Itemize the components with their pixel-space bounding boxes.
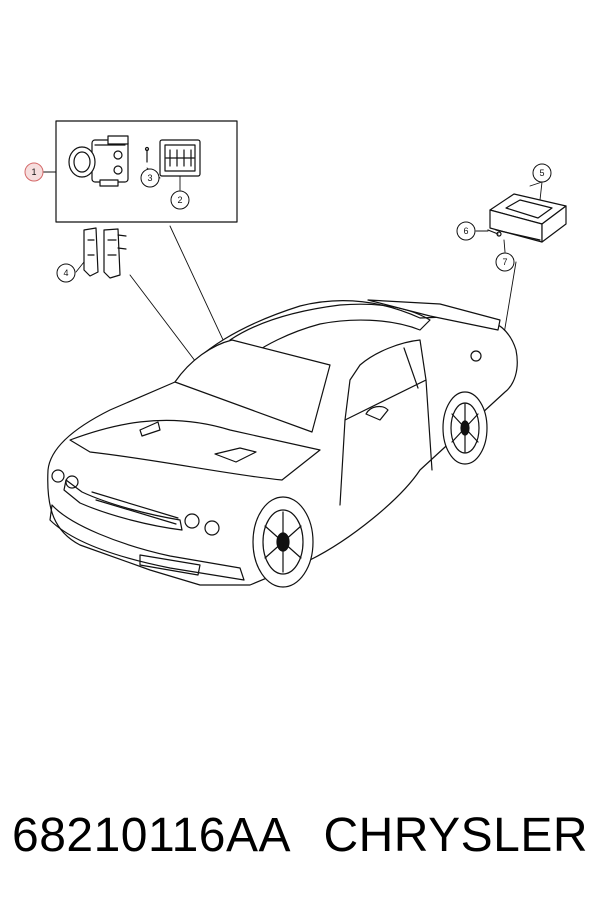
electronic-module	[489, 193, 567, 243]
callout-4[interactable]: 4	[56, 263, 76, 283]
part-number: 68210116AA	[12, 808, 292, 862]
module-screw	[487, 229, 502, 237]
callout-2[interactable]: 2	[170, 190, 190, 210]
callout-4-label: 4	[63, 268, 68, 278]
callout-5[interactable]: 5	[532, 163, 552, 183]
callout-1[interactable]: 1	[24, 162, 44, 182]
abs-pump-assembly	[68, 135, 129, 187]
brand-name: CHRYSLER	[323, 808, 588, 862]
callout-6-label: 6	[463, 226, 468, 236]
car-illustration	[47, 299, 518, 588]
callout-5-label: 5	[539, 168, 544, 178]
callout-3[interactable]: 3	[140, 168, 160, 188]
callout-3-label: 3	[147, 173, 152, 183]
callout-2-label: 2	[177, 195, 182, 205]
callout-6[interactable]: 6	[456, 221, 476, 241]
mounting-bracket	[83, 227, 127, 279]
caption-bar: 68210116AA CHRYSLER	[0, 790, 600, 880]
callout-7[interactable]: 7	[495, 252, 515, 272]
abs-control-module	[159, 139, 201, 177]
callout-1-label: 1	[31, 167, 36, 177]
parts-diagram: 1 2 3 4 5 6 7	[24, 120, 567, 588]
fastener-screw	[144, 146, 150, 163]
callout-7-label: 7	[502, 257, 507, 267]
